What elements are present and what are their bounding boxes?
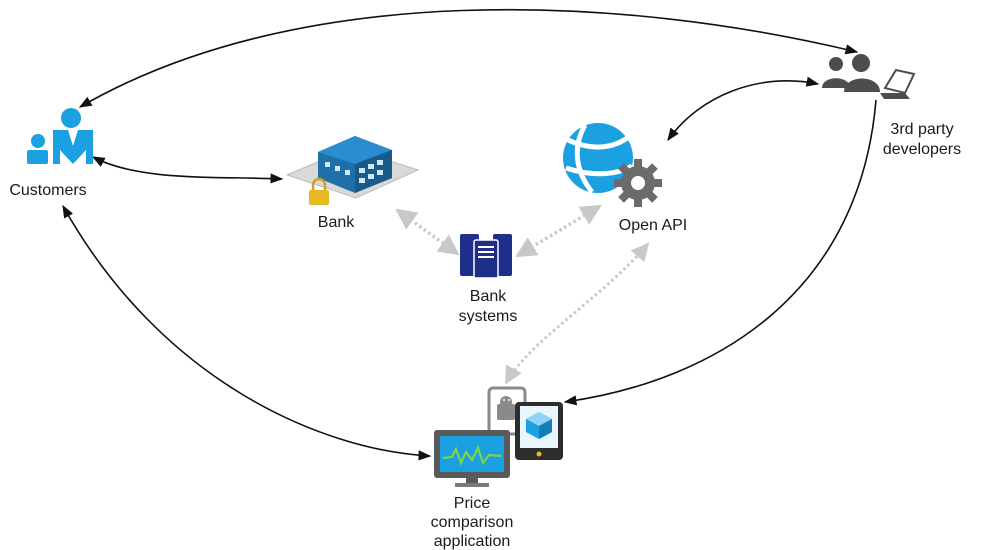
bank-systems-label-line-2: systems bbox=[458, 308, 518, 325]
bank-label: Bank bbox=[306, 213, 366, 232]
connector-customers-price-app bbox=[62, 204, 432, 461]
open-api-label-text: Open API bbox=[618, 217, 688, 234]
connector-developers-open-api bbox=[667, 76, 820, 142]
connector-customers-bank bbox=[91, 156, 284, 184]
price-app-label: Price comparison application bbox=[412, 494, 532, 550]
open-api-label: Open API bbox=[603, 216, 703, 235]
tablet-icon bbox=[515, 402, 563, 460]
gear-icon bbox=[614, 159, 662, 207]
bank-systems-label-line-1: Bank bbox=[469, 288, 507, 305]
globe-icon bbox=[563, 123, 634, 194]
laptop-icon bbox=[880, 68, 916, 99]
bank-building-icon bbox=[285, 136, 420, 199]
developers-label: 3rd party developers bbox=[872, 120, 972, 160]
developers-people-icon bbox=[822, 54, 880, 92]
customers-icon bbox=[27, 108, 93, 164]
developers-label-line-1: 3rd party bbox=[890, 121, 954, 138]
padlock-icon bbox=[309, 177, 329, 205]
connector-customers-developers bbox=[78, 8, 859, 108]
price-app-label-line-3: application bbox=[433, 533, 511, 550]
developers-label-line-2: developers bbox=[882, 141, 962, 158]
price-app-label-line-2: comparison bbox=[430, 514, 514, 531]
monitor-chart-icon bbox=[434, 430, 510, 487]
customers-label-text: Customers bbox=[9, 182, 87, 199]
price-app-label-line-1: Price bbox=[453, 495, 491, 512]
server-icon bbox=[460, 234, 512, 279]
connector-bank-bank-systems bbox=[395, 208, 460, 256]
bank-systems-label: Bank systems bbox=[443, 287, 533, 327]
bank-label-text: Bank bbox=[317, 214, 355, 231]
connector-developers-price-app bbox=[563, 99, 877, 406]
customers-label: Customers bbox=[8, 181, 88, 200]
